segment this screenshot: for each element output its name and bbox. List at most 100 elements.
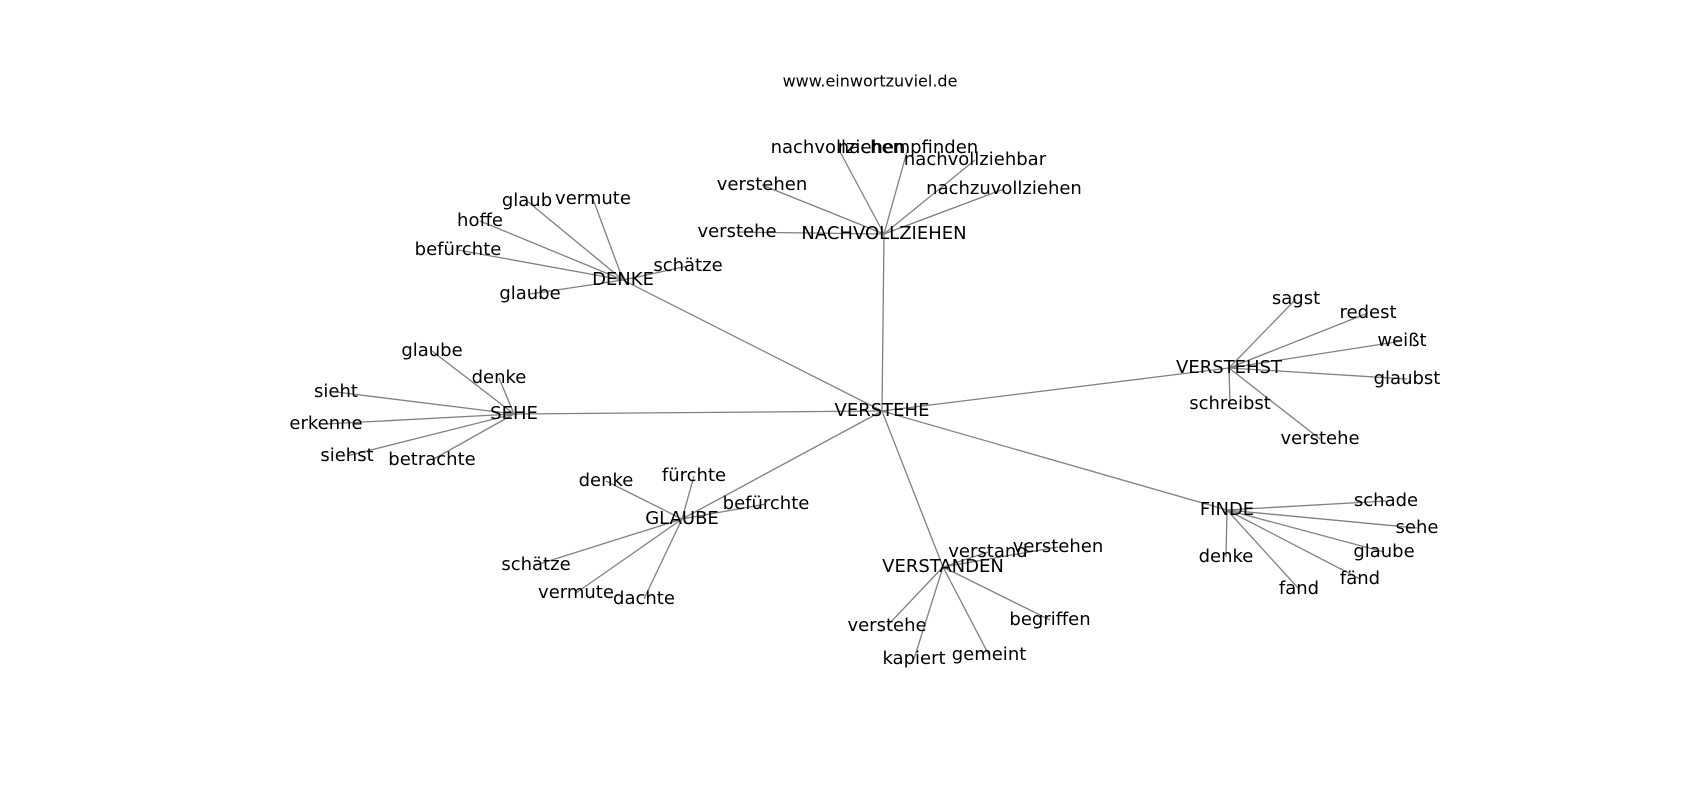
leaf-node-nachvollziehen-verstehe: verstehe [697, 221, 776, 242]
edge-denke-schaetze [622, 265, 689, 281]
leaf-node-glaube-fuerchte: fürchte [662, 465, 726, 486]
leaf-node-finde-fand: fand [1279, 578, 1319, 599]
edge-glaube-vermute [575, 518, 683, 594]
leaf-node-glaube-dachte: dachte [613, 588, 675, 609]
leaf-node-verstanden-kapiert: kapiert [882, 648, 945, 669]
edge-verstehst-glaubst [1228, 367, 1408, 380]
leaf-node-verstanden-verstand: verstand [948, 541, 1027, 562]
leaf-node-denke-befuerchte: befürchte [415, 239, 502, 260]
edges-layer [325, 147, 1418, 660]
edge-verstanden-verstand [942, 551, 989, 568]
edge-nachvollziehen-nachvollziehbar [883, 159, 976, 235]
leaf-node-sehe-glaube: glaube [401, 340, 462, 361]
edge-glaube-fuerchte [681, 475, 695, 520]
leaf-node-denke-glaube: glaube [499, 283, 560, 304]
leaf-node-glaube-denke: denke [579, 470, 634, 491]
leaf-node-nachvollziehen-verstehen: verstehen [717, 174, 808, 195]
hub-node-verstanden: VERSTANDEN [882, 556, 1004, 577]
source-url-label: www.einwortzuviel.de [783, 72, 958, 91]
leaf-node-verstehst-sagst: sagst [1272, 288, 1320, 309]
leaf-node-verstanden-begriffen: begriffen [1009, 609, 1090, 630]
hub-node-verstehst: VERSTEHST [1176, 357, 1283, 378]
edge-sehe-erkenne [325, 413, 515, 425]
leaf-node-denke-schaetze: schätze [653, 255, 722, 276]
edge-finde-glaube [1226, 509, 1385, 553]
hub-node-finde: FINDE [1200, 499, 1254, 520]
edge-sehe-denke [498, 377, 515, 415]
leaf-node-sehe-siehst: siehst [320, 445, 373, 466]
edge-center-sehe [513, 410, 883, 415]
leaf-node-verstehst-redest: redest [1339, 302, 1396, 323]
edge-nachvollziehen-verstehen [761, 184, 885, 235]
edge-sehe-glaube [431, 350, 515, 415]
edge-finde-schade [1226, 500, 1387, 511]
edge-sehe-betrachte [431, 413, 515, 461]
edge-sehe-siehst [346, 413, 515, 457]
leaf-node-nachvollziehen-nachvollziehen: nachvollziehen [771, 137, 906, 158]
edge-nachvollziehen-verstehe [736, 231, 885, 235]
edge-verstehst-sagst [1228, 298, 1297, 369]
labels-layer: VERSTEHENACHVOLLZIEHENnachvollziehennach… [289, 137, 1440, 669]
edge-sehe-sieht [335, 391, 515, 415]
leaf-node-denke-hoffe: hoffe [457, 210, 503, 231]
edge-finde-sehe [1226, 509, 1418, 529]
edge-verstanden-begriffen [942, 566, 1051, 621]
edge-finde-denke [1225, 509, 1228, 558]
leaf-node-nachvollziehen-nachvollziehbar: nachvollziehbar [904, 149, 1047, 170]
leaf-node-glaube-schaetze: schätze [501, 554, 570, 575]
leaf-node-sehe-sieht: sieht [314, 381, 358, 402]
edge-verstanden-verstehen [942, 546, 1059, 568]
leaf-node-nachvollziehen-nachzuvollziehen: nachzuvollziehen [926, 178, 1082, 199]
edge-verstehst-schreibst [1228, 367, 1231, 405]
edge-glaube-dachte [643, 518, 683, 600]
edge-denke-befuerchte [457, 249, 624, 281]
edge-verstehst-weisst [1228, 340, 1403, 369]
leaf-node-verstehst-glaubst: glaubst [1374, 368, 1441, 389]
edge-nachvollziehen-nachzuvollziehen [883, 188, 1005, 235]
edge-center-verstanden [881, 410, 944, 568]
leaf-node-sehe-denke: denke [472, 367, 527, 388]
edge-denke-glaube [529, 279, 624, 295]
leaf-node-finde-schade: schade [1354, 490, 1418, 511]
center-node-label: VERSTEHE [835, 400, 930, 421]
leaf-node-finde-sehe: sehe [1396, 517, 1439, 538]
edge-nachvollziehen-nachvollziehen [837, 147, 885, 235]
leaf-node-verstanden-gemeint: gemeint [952, 644, 1027, 665]
leaf-node-verstanden-verstehe: verstehe [847, 615, 926, 636]
edge-glaube-schaetze [535, 518, 683, 566]
hub-node-nachvollziehen: NACHVOLLZIEHEN [801, 223, 966, 244]
edge-denke-hoffe [479, 220, 624, 281]
edge-glaube-befuerchte [681, 503, 767, 520]
hub-node-glaube: GLAUBE [645, 508, 719, 529]
leaf-node-verstehst-schreibst: schreibst [1189, 393, 1271, 414]
edge-center-glaube [681, 410, 883, 520]
edge-verstanden-verstehe [886, 566, 944, 627]
leaf-node-finde-glaube: glaube [1353, 541, 1414, 562]
leaf-node-finde-denke: denke [1199, 546, 1254, 567]
hub-node-sehe: SEHE [490, 403, 538, 424]
edge-center-nachvollziehen [881, 233, 885, 412]
edge-denke-glaub [526, 200, 624, 281]
leaf-node-finde-faend: fänd [1340, 568, 1380, 589]
edge-finde-fand [1226, 509, 1300, 590]
edge-verstanden-gemeint [942, 566, 990, 656]
edge-denke-vermute [592, 198, 624, 281]
edge-nachvollziehen-nachempfinden [883, 147, 909, 235]
leaf-node-verstehst-verstehe: verstehe [1280, 428, 1359, 449]
leaf-node-denke-vermute: vermute [555, 188, 631, 209]
edge-verstanden-kapiert [913, 566, 944, 660]
edge-finde-faend [1226, 509, 1361, 580]
leaf-node-sehe-betrachte: betrachte [388, 449, 475, 470]
leaf-node-verstehst-weisst: weißt [1377, 330, 1426, 351]
edge-verstehst-redest [1228, 312, 1369, 369]
leaf-node-sehe-erkenne: erkenne [289, 413, 362, 434]
edge-center-verstehst [881, 367, 1230, 412]
leaf-node-nachvollziehen-nachempfinden: nachempfinden [838, 137, 978, 158]
leaf-node-glaube-vermute: vermute [538, 582, 614, 603]
hub-node-denke: DENKE [592, 269, 654, 290]
leaf-node-glaube-befuerchte: befürchte [723, 493, 810, 514]
edge-center-denke [622, 279, 883, 412]
edge-glaube-denke [605, 480, 683, 520]
edge-center-finde [881, 410, 1228, 511]
